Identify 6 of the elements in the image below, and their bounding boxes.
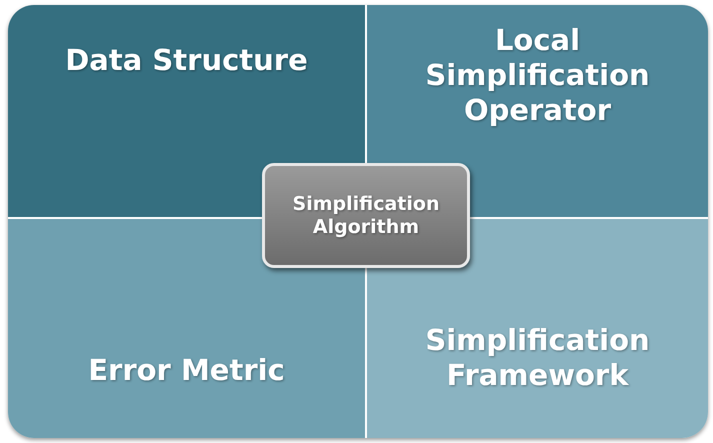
quadrant-label: Local Simplification Operator bbox=[424, 23, 651, 128]
quadrant-label: Error Metric bbox=[88, 353, 285, 388]
quadrant-label: Data Structure bbox=[65, 43, 308, 78]
center-box bbox=[262, 163, 470, 268]
quadrant-label: Simplification Framework bbox=[424, 323, 651, 393]
quadrant-label: Simplification Algorithm bbox=[292, 192, 440, 238]
